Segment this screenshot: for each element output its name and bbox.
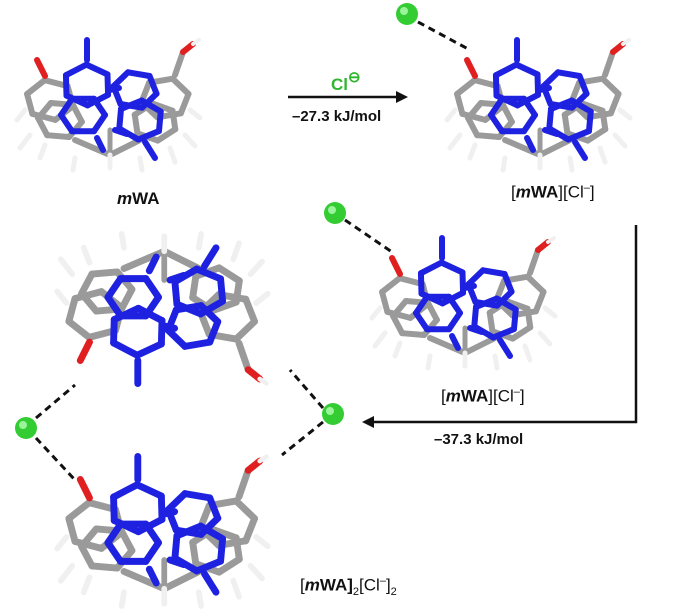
hbond-dimer-right-upper <box>288 369 325 409</box>
dimer-label-wa: WA] <box>319 575 353 595</box>
mwa-label-prefix: m <box>117 189 133 208</box>
arrow-2-shaft <box>374 225 638 424</box>
chloride-reagent-charge: ⊖ <box>348 69 361 86</box>
hbond-middle <box>344 218 393 254</box>
mwa-label: mWA <box>117 189 160 209</box>
complex-top-label-wa: WA <box>530 182 559 202</box>
complex-top-label-open: [ <box>511 182 516 202</box>
complex-middle-label: [mWA][Cl–] <box>441 386 525 407</box>
hbond-dimer-left-lower <box>34 436 77 482</box>
complex-middle-label-m: m <box>445 386 461 406</box>
chloride-dimer-left <box>15 417 37 439</box>
complex-top-label-sup: – <box>583 182 590 194</box>
arrow-2-head <box>362 416 374 428</box>
hbond-top <box>417 20 471 52</box>
complex-top-label-m: m <box>515 182 531 202</box>
complex-top-label-cl: ][Cl <box>558 182 584 202</box>
reaction1-energy: –27.3 kJ/mol <box>292 108 382 125</box>
complex-middle-label-wa: WA <box>460 386 489 406</box>
chloride-dimer-right <box>322 403 344 425</box>
dimer-label-open: [ <box>300 575 305 595</box>
dimer-label-close: ] <box>385 575 391 595</box>
molecule-complex-middle <box>369 235 558 371</box>
chloride-middle <box>324 202 346 224</box>
dimer-label-sub1: 2 <box>352 586 360 599</box>
molecule-dimer-upper <box>54 231 271 387</box>
mwa-label-rest: WA <box>132 189 160 208</box>
molecule-layer <box>14 3 633 609</box>
complex-middle-label-cl: ][Cl <box>488 386 514 406</box>
dimer-label: [mWA]2[Cl–]2 <box>300 575 397 598</box>
dimer-label-sub2: 2 <box>390 586 397 599</box>
dimer-label-sup: – <box>379 575 386 587</box>
hbond-dimer-left-upper <box>35 383 76 420</box>
chloride-top <box>396 3 418 25</box>
chloride-reagent-label: Cl⊖ <box>331 68 361 95</box>
dimer-label-cl: [Cl <box>359 575 380 595</box>
complex-middle-label-open: [ <box>441 386 446 406</box>
complex-middle-label-close: ] <box>519 386 525 406</box>
complex-middle-label-sup: – <box>513 386 520 398</box>
reaction2-energy: –37.3 kJ/mol <box>434 431 524 448</box>
molecule-complex-top <box>444 37 633 173</box>
arrow-layer <box>288 91 638 428</box>
molecule-mwa <box>14 37 203 173</box>
dimer-label-m: m <box>304 575 320 595</box>
complex-top-label-close: ] <box>589 182 595 202</box>
arrow-1-head <box>396 91 408 103</box>
chloride-reagent-text: Cl <box>331 75 348 94</box>
complex-top-label: [mWA][Cl–] <box>511 182 595 203</box>
hbond-dimer-right-lower <box>281 420 324 457</box>
molecule-dimer-lower <box>54 453 271 609</box>
